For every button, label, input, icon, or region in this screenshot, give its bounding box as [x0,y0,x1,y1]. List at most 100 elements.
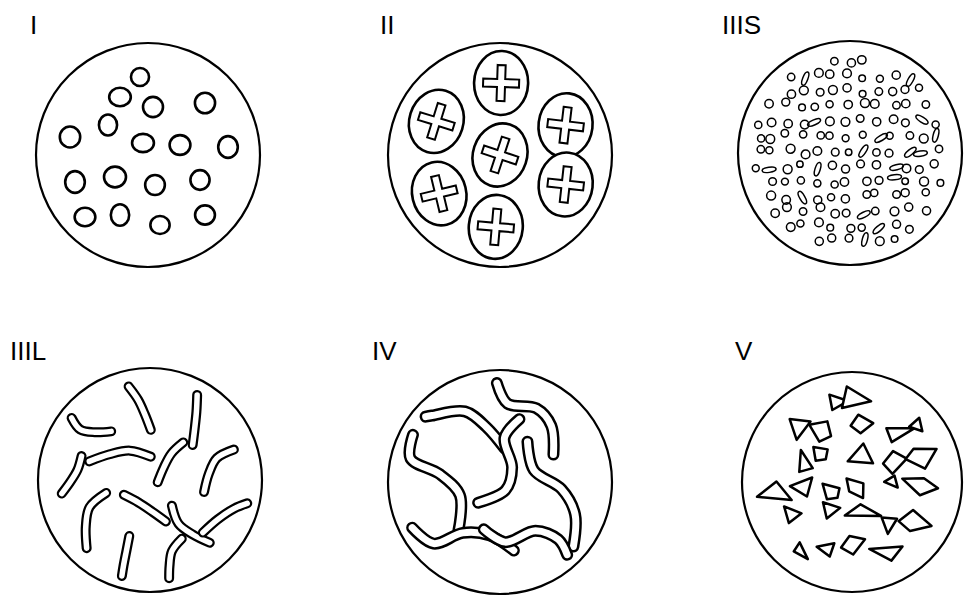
panel-label: I [30,12,37,38]
field-circle [388,370,612,594]
angular-granule [784,506,801,523]
rod-granule [193,395,198,445]
granule-ring [131,68,149,86]
specimen-drawing [718,12,966,267]
small-granule [876,75,883,82]
granule-outline [401,83,471,160]
panel-label: IV [372,338,397,364]
small-granule [872,161,880,169]
rod-outline [169,539,182,578]
granule-ring [195,93,215,114]
small-granule [831,148,839,156]
polarization-cross [417,172,460,215]
rod-body [122,536,129,576]
panel-label: IIIS [722,12,761,38]
small-granule [797,177,804,184]
angular-granule [869,547,902,561]
small-granule [890,207,899,216]
small-granule [831,210,839,218]
small-granule [893,220,901,228]
small-granule [842,135,849,142]
rod-body [409,435,461,530]
rod-granule [62,456,82,493]
rod-granule [203,503,247,532]
angular-granule [902,478,938,495]
rod-outline [62,456,82,493]
small-granule [787,73,794,80]
rod-body [169,539,182,578]
small-granule [885,149,893,157]
angular-granule [899,510,932,531]
small-granule [902,99,910,107]
rod-granule [129,386,151,429]
angular-granule [757,481,792,499]
granule-fragment [813,162,822,177]
field-circle [388,43,612,267]
rod-outline [124,495,166,522]
rod-outline [158,442,184,482]
small-granule [813,147,822,156]
polarization-cross [546,165,586,205]
small-granule [826,132,833,139]
small-granule [831,57,838,64]
granule-outline [405,156,472,231]
small-granule [815,69,824,78]
small-granule [826,101,833,108]
small-granule [870,100,879,109]
rod-body [124,495,166,522]
small-granule [843,69,852,78]
small-granule [857,160,865,168]
small-granule [902,119,910,127]
small-granule [919,134,928,143]
long-rod-granule [484,529,567,554]
small-granule [871,189,878,196]
rod-body [193,395,198,445]
granule-ring [190,170,209,190]
small-granule [875,176,883,184]
small-granule [769,178,777,186]
small-granule [863,177,871,185]
granule-fragment [797,190,809,205]
small-granule [847,59,855,67]
panel-label: II [380,12,394,38]
small-granule [858,56,866,64]
angular-granule [842,387,871,409]
rod-outline [409,435,461,530]
small-granule [892,71,900,79]
small-granule [815,237,823,245]
granule-outline [466,193,525,261]
small-granule [771,209,779,217]
rod-body [203,503,247,532]
granule-outline [464,116,535,194]
angular-granule [847,479,864,499]
small-granule [814,180,821,187]
granule-ring [111,204,129,225]
specimen-circle: IV [368,338,618,596]
small-granule [889,115,898,124]
granule-fragment [807,117,822,127]
rod-outline [426,411,505,449]
small-granule [932,121,939,128]
crossed-granule [464,116,535,194]
small-granule [767,118,776,127]
rod-outline [203,503,247,532]
small-granule [922,189,929,196]
angular-granule [845,504,881,516]
rod-body [89,451,150,462]
granule-ring [60,126,80,147]
granule-ring [65,171,85,193]
small-granule [858,224,865,231]
small-granule [847,224,855,232]
small-granule [922,101,929,108]
granule-fragment [915,114,930,126]
rod-outline [86,493,106,548]
small-granule [828,86,837,95]
small-granule [873,149,880,156]
rod-outline [484,529,567,554]
angular-granule [790,419,811,440]
polarization-cross [476,207,515,246]
long-rod-granule [426,411,505,449]
rod-granule [124,495,166,522]
granule-fragment [887,174,901,181]
small-granule [930,160,938,168]
